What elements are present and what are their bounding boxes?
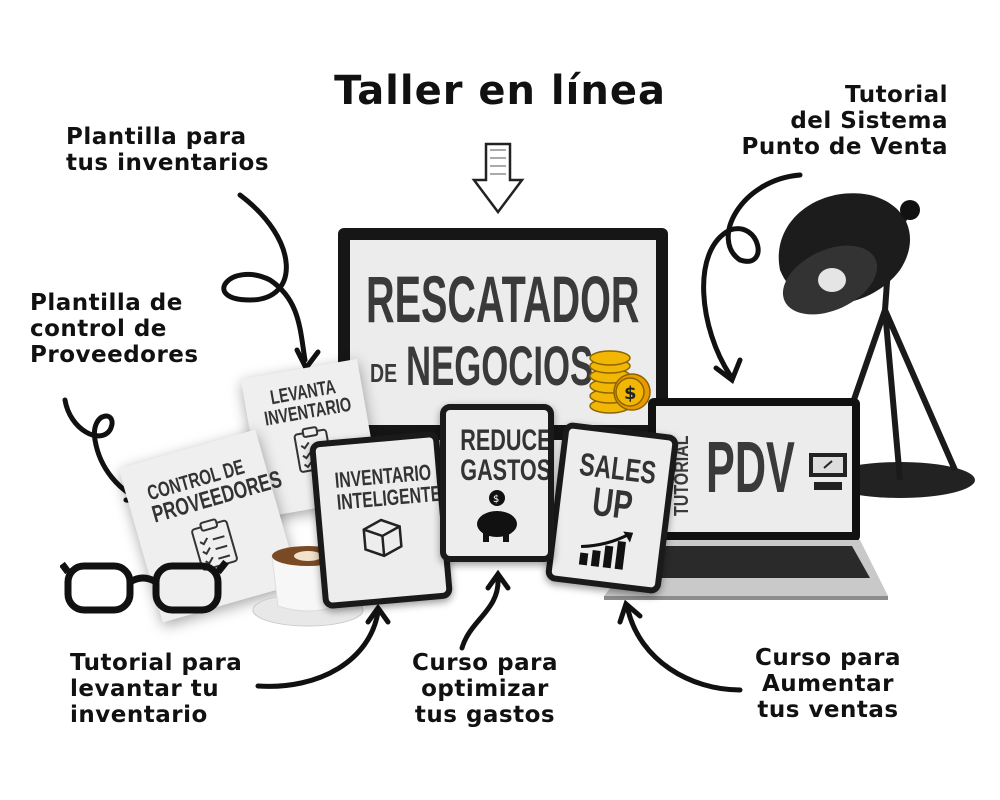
piggy-bank-icon: $: [477, 490, 517, 542]
down-arrow-icon: [471, 142, 525, 215]
svg-text:$: $: [493, 494, 499, 505]
laptop-screen: TUTORIAL PDV: [656, 406, 852, 532]
laptop-title: PDV: [706, 428, 795, 508]
glasses-image: [60, 559, 229, 614]
sales-up-tablet: SALES UP: [544, 421, 680, 595]
supplier-template-sheet: CONTROL DE PROVEEDORES: [118, 429, 300, 623]
clipboard-icon: [191, 518, 238, 571]
growth-chart-icon: [578, 531, 634, 570]
laptop-image: TUTORIAL PDV: [648, 398, 860, 542]
laptop-keyboard: [604, 540, 888, 600]
monitor-title-de: DE: [370, 358, 398, 388]
monitor-screen: RESCATADOR DE NEGOCIOS $: [350, 240, 656, 425]
computer-icon: [809, 453, 847, 490]
monitor-title-line1: RESCATADOR: [366, 262, 640, 336]
smart-inventory-tablet: INVENTARIO INTELIGENTE: [308, 430, 454, 610]
monitor-image: RESCATADOR DE NEGOCIOS $: [338, 228, 668, 440]
coins-icon: $: [589, 350, 651, 414]
monitor-title-line2: NEGOCIOS: [406, 334, 594, 397]
box-icon: [362, 518, 403, 558]
page-title: Taller en línea: [334, 68, 666, 114]
reduce-expenses-tablet: REDUCE GASTOS $: [440, 404, 554, 562]
svg-text:$: $: [624, 383, 637, 404]
